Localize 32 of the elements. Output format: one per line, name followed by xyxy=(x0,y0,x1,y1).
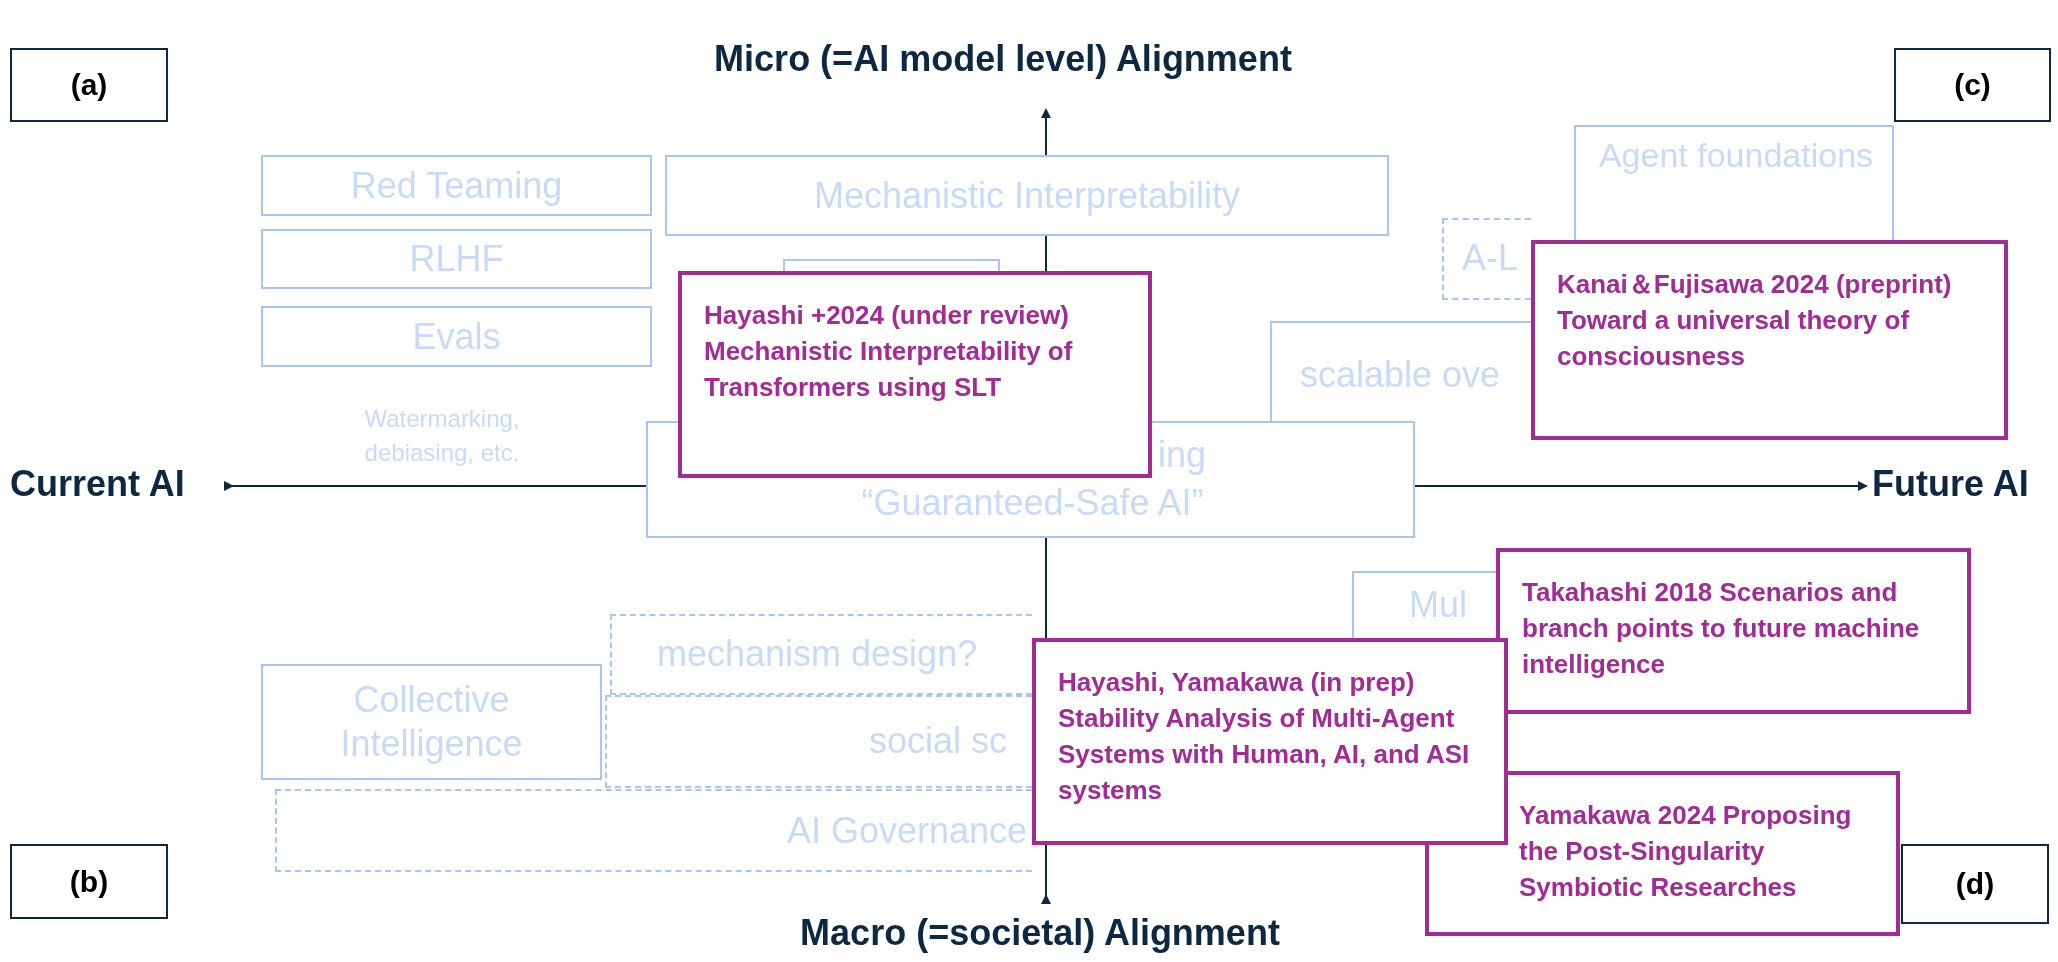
axis-label: Future AI xyxy=(1872,463,2029,505)
panel-tag xyxy=(1894,48,2051,122)
publication-text: Hayashi, Yamakawa (in prep) Stability Analysis of Multi-Agent Systems with Human, AI, and ASI systems xyxy=(1058,666,1471,807)
publication-box xyxy=(1531,240,2008,440)
axis-title: Macro (=societal) Alignment xyxy=(799,912,1281,954)
empty-box xyxy=(783,259,1000,271)
axis-label: Current AI xyxy=(10,463,185,505)
topic-box xyxy=(1352,571,1496,638)
panel-label: (b) xyxy=(69,864,109,899)
topic-box xyxy=(261,664,602,780)
publication-text: Takahashi 2018 Scenarios and branch points to future machine intelligence xyxy=(1522,576,1921,681)
topic-box xyxy=(1574,125,1894,240)
topic-box xyxy=(261,155,652,216)
panel-tag xyxy=(10,844,168,919)
panel-label: (d) xyxy=(1955,867,1995,901)
axis-title: Micro (=AI model level) Alignment xyxy=(713,38,1293,80)
publication-box xyxy=(1496,548,1971,714)
dashed-topic-box xyxy=(275,789,1032,872)
publication-box xyxy=(1032,638,1508,845)
panel-label: (c) xyxy=(1954,68,1991,102)
topic-box xyxy=(665,155,1389,236)
panel-tag xyxy=(10,48,168,122)
publication-text: Kanai＆Fujisawa 2024 (preprint) Toward a universal theory of consciousness xyxy=(1557,268,1953,373)
topic-box xyxy=(261,229,652,289)
panel-tag xyxy=(1901,844,2049,924)
publication-text: Yamakawa 2024 Proposing the Post-Singularity Symbiotic Researches xyxy=(1519,799,1853,904)
publication-box xyxy=(678,271,1152,478)
topic-box xyxy=(261,306,652,367)
topic-box xyxy=(1270,321,1531,421)
panel-label: (a) xyxy=(70,68,108,102)
publication-box xyxy=(1425,771,1900,936)
publication-text: Hayashi +2024 (under review) Mechanistic Interpretability of Transformers using SLT xyxy=(704,299,1074,404)
